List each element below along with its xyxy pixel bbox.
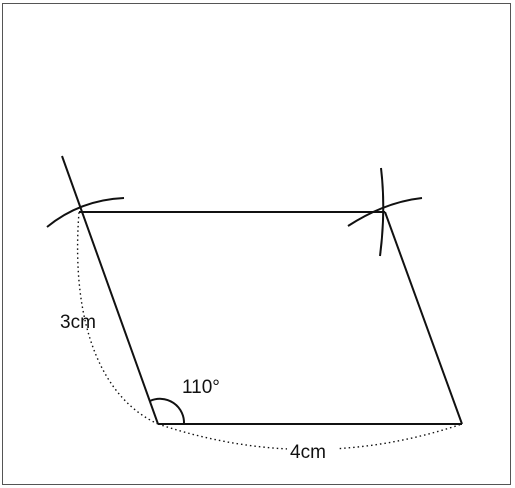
left-side-extended — [61, 155, 159, 425]
label-3cm: 3cm — [60, 312, 96, 333]
dotted-arc-3cm — [76, 211, 159, 425]
label-4cm-background — [287, 440, 339, 462]
figure-frame — [2, 3, 511, 485]
right-side — [384, 211, 463, 425]
label-110-degrees: 110° — [182, 377, 220, 398]
compass-mark-top-left — [46, 197, 125, 228]
label-4cm: 4cm — [290, 442, 326, 463]
compass-mark-top-right-2 — [379, 167, 385, 257]
compass-mark-top-right-1 — [347, 197, 423, 227]
dotted-arc-4cm — [157, 423, 463, 451]
angle-arc-110 — [149, 397, 186, 425]
